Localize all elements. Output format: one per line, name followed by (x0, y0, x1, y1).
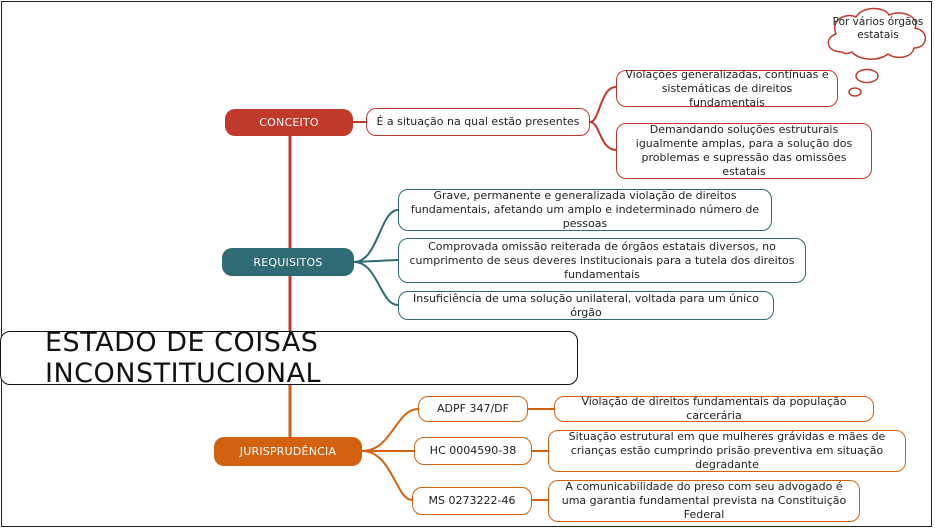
conceito-item-2: Demandando soluções estruturais igualmen… (616, 123, 872, 179)
main-title: ESTADO DE COISAS INCONSTITUCIONAL (0, 327, 578, 389)
case-1-id: ADPF 347/DF (418, 396, 528, 422)
link-requisitos-item-3 (353, 261, 399, 306)
link-definition-item-2 (589, 121, 617, 151)
link-juris-case-1 (361, 408, 419, 452)
case-2-desc: Situação estrutural em que mulheres gráv… (548, 430, 906, 472)
case-3-desc: A comunicabilidade do preso com seu advo… (548, 480, 860, 522)
requisitos-item-2: Comprovada omissão reiterada de órgãos e… (398, 238, 806, 283)
link-requisitos-item-1 (353, 209, 399, 263)
requisitos-item-1: Grave, permanente e generalizada violaçã… (398, 189, 772, 231)
jurisprudencia-node: JURISPRUDÊNCIA (214, 437, 362, 466)
conceito-item-1: Violações generalizadas, contínuas e sis… (616, 68, 838, 109)
case-3-id: MS 0273222-46 (412, 487, 532, 515)
thought-cloud (827, 7, 927, 60)
conceito-definition: É a situação na qual estão presentes (366, 108, 590, 136)
thought-bubble-large (855, 68, 879, 84)
case-1-desc: Violação de direitos fundamentais da pop… (554, 395, 874, 422)
link-juris-case-3 (361, 450, 413, 501)
link-requisitos-item-2 (353, 259, 399, 263)
thought-bubble-small (848, 87, 862, 97)
requisitos-node: REQUISITOS (222, 248, 354, 276)
conceito-node: CONCEITO (225, 109, 353, 136)
case-2-id: HC 0004590-38 (414, 437, 532, 465)
link-definition-item-1 (589, 86, 617, 123)
conceito-note: Por vários órgãos estatais (832, 16, 924, 41)
requisitos-item-3: Insuficiência de uma solução unilateral,… (398, 291, 774, 320)
